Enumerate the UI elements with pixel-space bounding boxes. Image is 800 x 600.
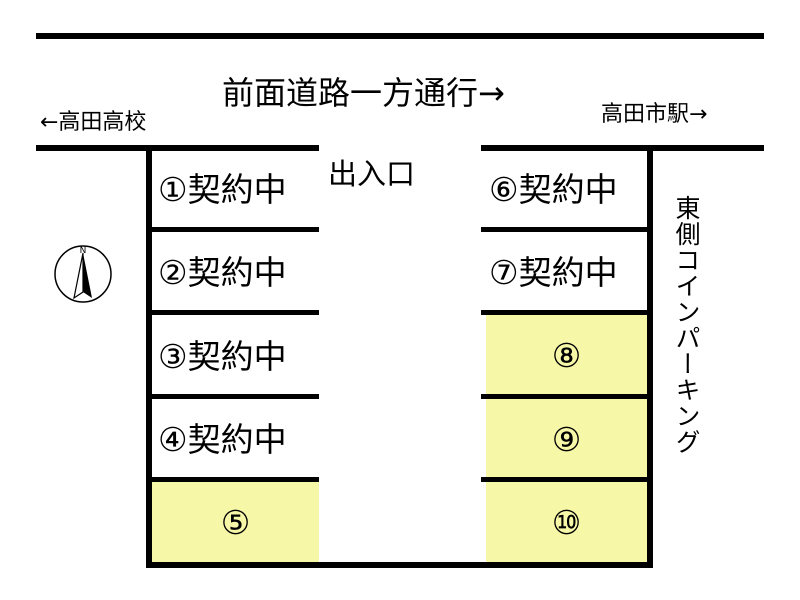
compass-icon: N: [52, 243, 114, 305]
parking-space-7: ⑦契約中: [489, 253, 618, 292]
divider-l2: [149, 310, 319, 315]
divider-r4: [481, 477, 650, 482]
road-bottom-edge-right: [481, 145, 764, 151]
parking-space-2: ②契約中: [158, 253, 287, 292]
parking-space-5-number: ⑤: [220, 503, 251, 542]
parking-space-8-number: ⑧: [551, 336, 582, 375]
parking-space-4: ④契約中: [158, 420, 287, 459]
right-block-outer-wall: [647, 148, 653, 568]
parking-space-10: ⑩: [486, 482, 647, 562]
parking-space-3: ③契約中: [158, 337, 287, 376]
left-block-outer-wall: [146, 148, 152, 568]
parking-space-5: ⑤: [152, 482, 319, 562]
divider-r2: [481, 310, 650, 315]
parking-space-6: ⑥契約中: [489, 170, 618, 209]
parking-space-9-number: ⑨: [551, 420, 582, 459]
road-label: 前面道路一方通行→: [222, 74, 505, 112]
divider-r3: [481, 394, 650, 399]
parking-space-10-number: ⑩: [551, 503, 582, 542]
east-coin-parking-label: 東側コインパーキング: [672, 195, 701, 455]
parking-space-9: ⑨: [486, 399, 647, 477]
divider-l1: [149, 227, 319, 232]
bottom-wall: [146, 562, 653, 568]
road-bottom-edge-left: [36, 145, 319, 151]
right-direction-label: 高田市駅→: [601, 102, 708, 127]
parking-space-1: ①契約中: [158, 170, 287, 209]
road-top-edge: [36, 33, 764, 39]
entrance-label: 出入口: [328, 157, 416, 191]
divider-r1: [481, 227, 650, 232]
left-direction-label: ←高田高校: [40, 110, 147, 135]
parking-space-8: ⑧: [486, 315, 647, 394]
divider-l3: [149, 394, 319, 399]
compass-north-letter: N: [80, 246, 87, 256]
divider-l4: [149, 477, 319, 482]
